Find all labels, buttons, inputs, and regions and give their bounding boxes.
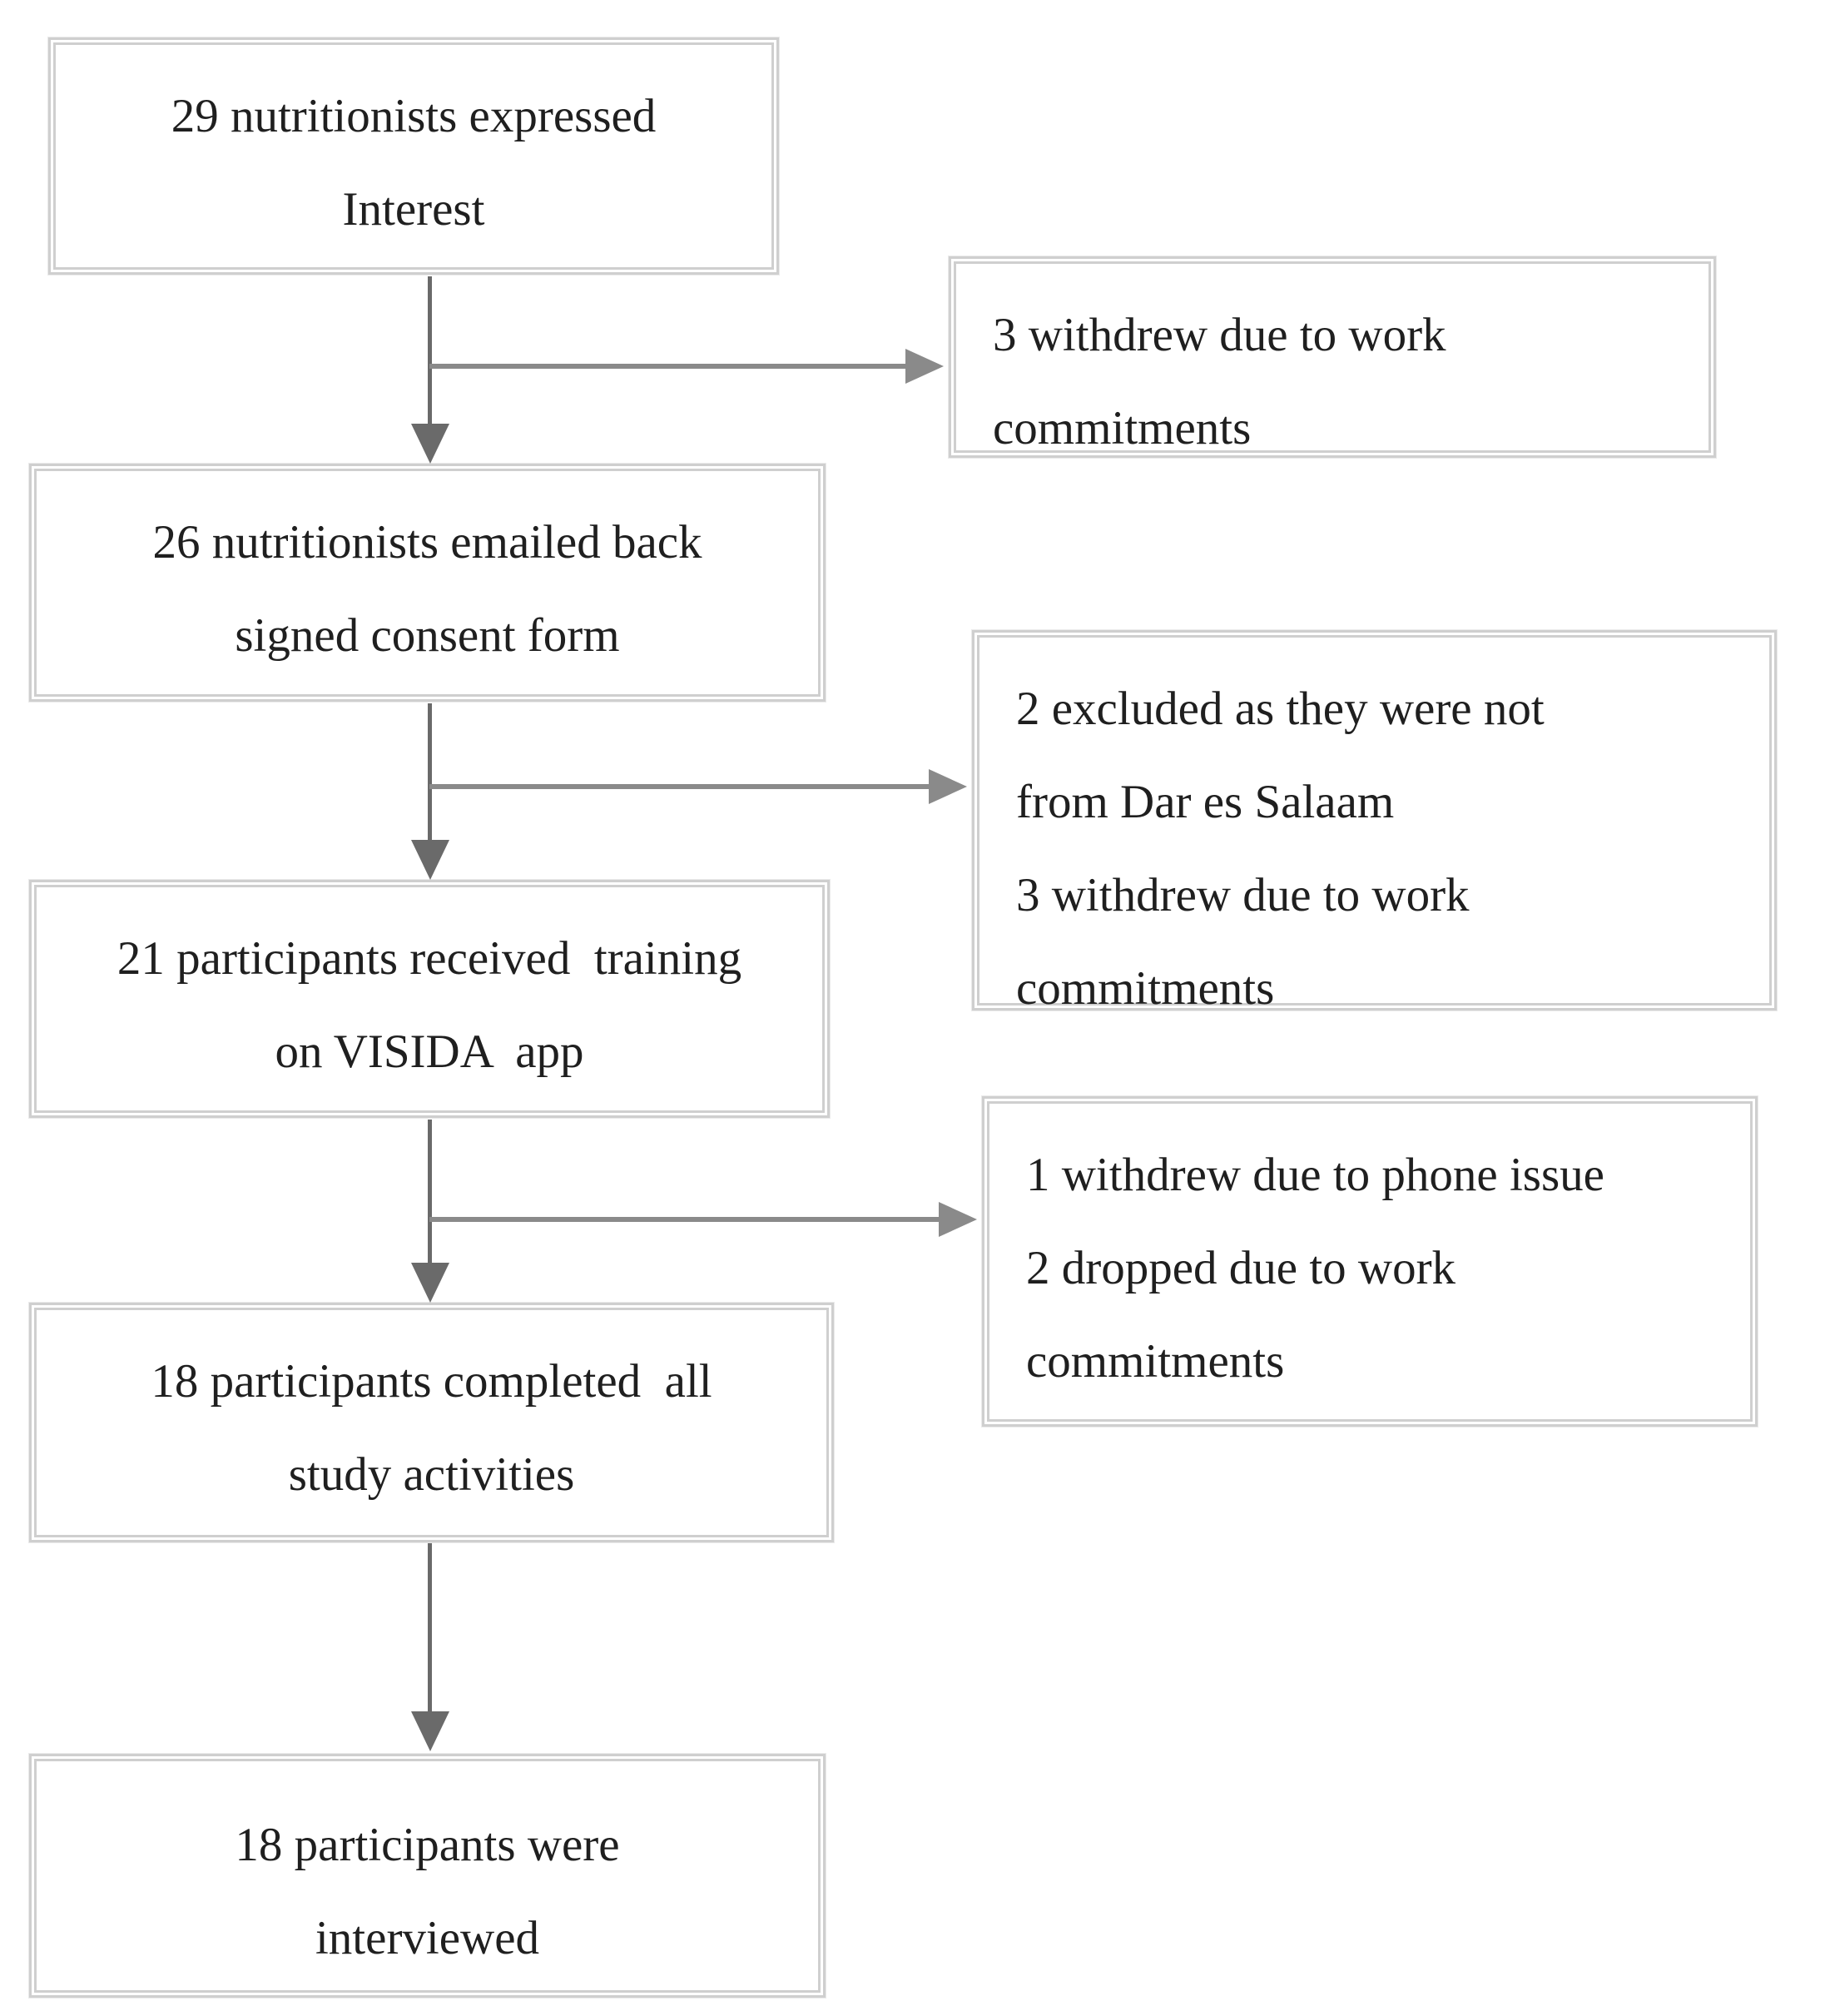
arrow-right-icon [905,349,944,384]
arrow-line-step1 [428,276,432,426]
flow-box-text-line: Interest [342,183,485,236]
flow-box-text-line: signed consent form [235,609,620,662]
flow-box-text-line: study activities [288,1448,575,1501]
flow-box-interviewed: 18 participants were interviewed [28,1753,826,1999]
side-box-withdrew-phone-issue: 1 withdrew due to phone issue 2 dropped … [981,1095,1758,1428]
side-box-withdrew-work-1: 3 withdrew due to work commitments [948,256,1717,459]
side-box-text-line: from Dar es Salaam [1016,776,1395,828]
arrow-line-step4 [428,1543,432,1714]
flow-box-text-line: 21 participants received training [117,932,742,985]
side-box-text-line: commitments [993,402,1252,454]
flow-box-signed-consent: 26 nutritionists emailed back signed con… [28,463,826,703]
side-box-text-line: 2 dropped due to work [1026,1242,1456,1294]
flow-box-text-line: on VISIDA app [275,1025,584,1078]
flow-box-text-line: 26 nutritionists emailed back [152,516,702,569]
side-box-text-line: 3 withdrew due to work [1016,869,1470,921]
side-box-text-line: 2 excluded as they were not [1016,683,1545,735]
arrow-down-icon [411,424,449,464]
side-box-text-line: 1 withdrew due to phone issue [1026,1149,1604,1201]
branch-line-exclusion3 [429,1217,939,1222]
flow-box-received-training: 21 participants received training on VIS… [28,879,831,1119]
flow-box-text-line: 18 participants were [235,1819,620,1871]
branch-line-exclusion1 [429,364,905,369]
arrow-right-icon [929,769,967,804]
side-box-text-line: 3 withdrew due to work [993,309,1446,361]
flow-box-completed-activities: 18 participants completed all study acti… [28,1302,835,1543]
flow-box-text-line: 29 nutritionists expressed [171,90,657,142]
flow-box-expressed-interest: 29 nutritionists expressed Interest [47,37,780,276]
flow-box-text-line: interviewed [315,1912,540,1964]
arrow-right-icon [939,1202,977,1237]
arrow-down-icon [411,840,449,880]
flow-box-text-line: 18 participants completed all [151,1355,712,1408]
side-box-text-line: commitments [1016,962,1275,1015]
arrow-line-step2 [428,703,432,842]
arrow-line-step3 [428,1120,432,1265]
arrow-down-icon [411,1263,449,1303]
side-box-excluded-dar-es-salaam: 2 excluded as they were not from Dar es … [971,629,1778,1015]
side-box-text-line: commitments [1026,1335,1285,1388]
arrow-down-icon [411,1711,449,1751]
branch-line-exclusion2 [429,784,929,789]
